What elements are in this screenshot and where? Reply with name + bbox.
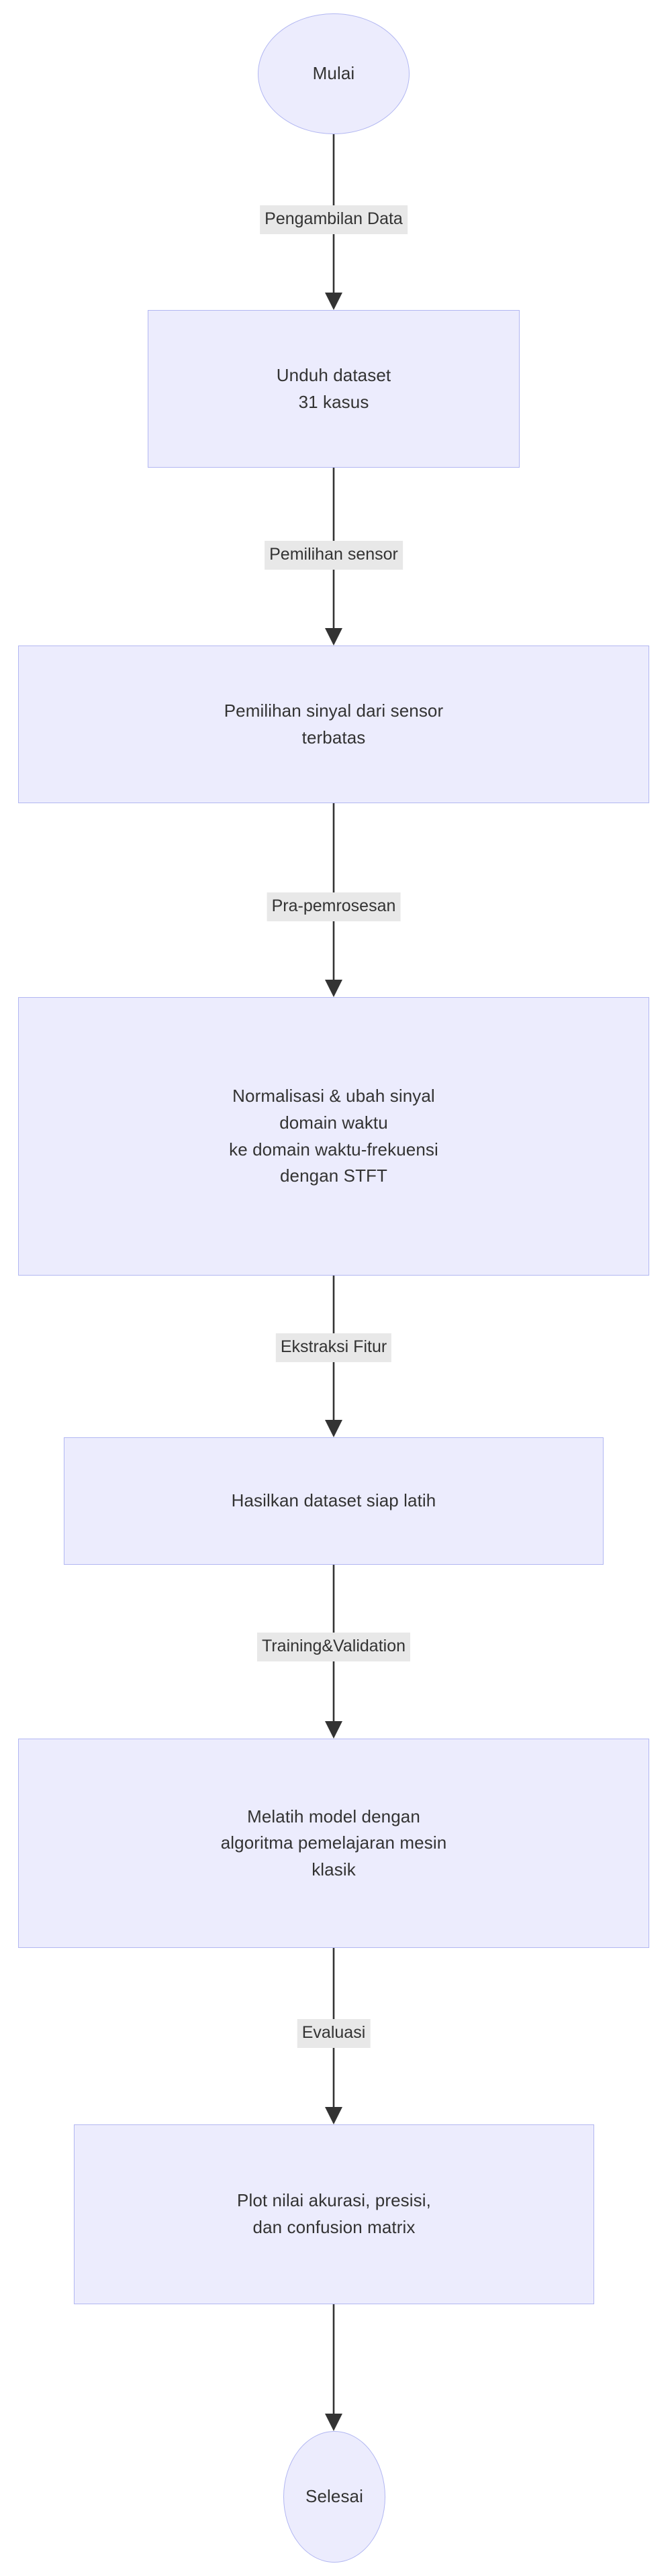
flow-node-label: Unduh dataset 31 kasus [276,364,391,412]
arrowhead-icon [325,2414,342,2431]
flow-node-end[interactable]: Selesai [283,2431,385,2563]
edge-label-edge-hasilkan-melatih: Training&Validation [256,1633,411,1661]
arrowhead-icon [325,1420,342,1437]
flow-node-label: Hasilkan dataset siap latih [231,1490,436,1511]
edge-label-edge-normalisasi-hasilkan: Ekstraksi Fitur [275,1333,392,1362]
flow-node-label: Plot nilai akurasi, presisi, dan confusi… [237,2190,431,2237]
flow-node-label: Melatih model dengan algoritma pemelajar… [220,1806,447,1879]
flow-node-start[interactable]: Mulai [258,13,410,134]
arrowhead-icon [325,1721,342,1739]
flow-node-unduh[interactable]: Unduh dataset 31 kasus [148,310,520,468]
arrowhead-icon [325,293,342,310]
flow-node-pemilihan[interactable]: Pemilihan sinyal dari sensor terbatas [18,646,649,803]
edge-label-edge-pemilihan-normalisasi: Pra-pemrosesan [267,892,401,921]
arrowhead-icon [325,628,342,646]
flow-node-label: Normalisasi & ubah sinyal domain waktu k… [229,1086,438,1186]
edge-label-edge-unduh-pemilihan: Pemilihan sensor [265,541,403,570]
flow-node-label: Pemilihan sinyal dari sensor terbatas [224,700,444,748]
flow-node-label: Mulai [312,63,355,84]
arrowhead-icon [325,2107,342,2124]
flow-node-plot[interactable]: Plot nilai akurasi, presisi, dan confusi… [74,2124,594,2304]
flow-node-melatih[interactable]: Melatih model dengan algoritma pemelajar… [18,1739,649,1948]
flow-node-normalisasi[interactable]: Normalisasi & ubah sinyal domain waktu k… [18,997,649,1276]
flow-node-label: Selesai [305,2486,363,2507]
edge-label-edge-start-unduh: Pengambilan Data [260,205,408,234]
edge-label-edge-melatih-plot: Evaluasi [297,2019,371,2048]
flow-node-hasilkan[interactable]: Hasilkan dataset siap latih [64,1437,604,1565]
arrowhead-icon [325,980,342,997]
